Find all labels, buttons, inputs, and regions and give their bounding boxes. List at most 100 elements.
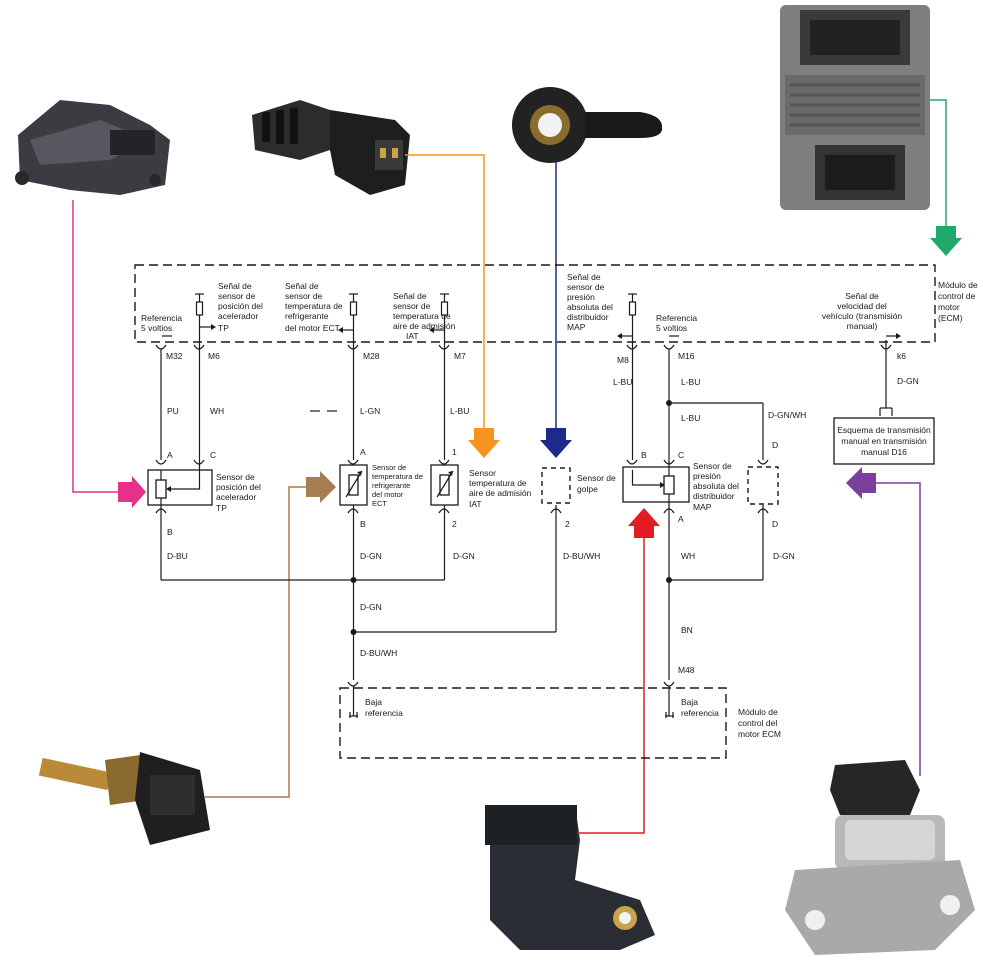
- low-reference-box: [339, 687, 727, 759]
- svg-text:2: 2: [452, 519, 457, 529]
- svg-text:Baja: Baja: [681, 697, 698, 707]
- svg-text:M8: M8: [617, 355, 629, 365]
- svg-text:TP: TP: [216, 503, 227, 513]
- knock-sensor-photo: [512, 87, 662, 163]
- ecm-module-box: [134, 264, 936, 343]
- ecm-module-label: Módulo de control de motor (ECM): [938, 280, 978, 323]
- svg-text:Sensor de: Sensor de: [577, 473, 616, 483]
- svg-text:golpe: golpe: [577, 484, 598, 494]
- svg-text:control de: control de: [938, 291, 976, 301]
- svg-text:referencia: referencia: [681, 708, 719, 718]
- low-reference-module-label: Módulo de control del motor ECM: [738, 707, 781, 739]
- low-reference-pins: [347, 681, 675, 718]
- ecm-module-photo: [780, 5, 930, 210]
- ect-temp-sensor-photo: [38, 752, 210, 845]
- svg-text:C: C: [678, 450, 684, 460]
- svg-text:Señal de: Señal de: [285, 281, 319, 291]
- svg-text:5 voltios: 5 voltios: [141, 323, 172, 333]
- svg-text:acelerador: acelerador: [216, 492, 256, 502]
- svg-text:aire de admisión: aire de admisión: [469, 488, 532, 498]
- svg-text:Sensor de: Sensor de: [372, 463, 406, 472]
- svg-text:D-GN: D-GN: [897, 376, 919, 386]
- svg-text:Módulo de: Módulo de: [938, 280, 978, 290]
- svg-text:k6: k6: [897, 351, 906, 361]
- svg-text:absoluta del: absoluta del: [693, 481, 739, 491]
- svg-text:B: B: [360, 519, 366, 529]
- svg-text:refrigerante: refrigerante: [285, 311, 329, 321]
- purple-leader: [846, 467, 921, 776]
- svg-text:L-BU: L-BU: [681, 413, 700, 423]
- orange-leader: [405, 154, 500, 458]
- svg-text:Referencia: Referencia: [656, 313, 697, 323]
- svg-text:D-BU/WH: D-BU/WH: [563, 551, 600, 561]
- svg-text:TP: TP: [218, 323, 229, 333]
- knock-sensor: 2: [541, 467, 571, 529]
- svg-text:D: D: [772, 440, 778, 450]
- svg-text:BN: BN: [681, 625, 693, 635]
- tp-sensor: A C B: [147, 450, 216, 537]
- svg-text:M32: M32: [166, 351, 183, 361]
- svg-text:temperatura de: temperatura de: [285, 301, 343, 311]
- magenta-leader: [72, 200, 146, 508]
- svg-text:PU: PU: [167, 406, 179, 416]
- svg-text:B: B: [641, 450, 647, 460]
- svg-text:sensor de: sensor de: [567, 282, 605, 292]
- svg-text:D-GN: D-GN: [453, 551, 475, 561]
- svg-text:Sensor de: Sensor de: [693, 461, 732, 471]
- svg-text:M48: M48: [678, 665, 695, 675]
- ect-sensor: A B: [339, 447, 368, 529]
- svg-text:distribuidor: distribuidor: [693, 491, 735, 501]
- svg-text:Módulo de: Módulo de: [738, 707, 778, 717]
- svg-text:Señal de: Señal de: [218, 281, 252, 291]
- svg-text:A: A: [360, 447, 366, 457]
- wire-junction-dots: [350, 400, 672, 635]
- iat-sensor: 1 2: [430, 447, 459, 529]
- low-reference-label-left: Baja referencia: [365, 697, 403, 718]
- navy-leader: [540, 162, 572, 458]
- svg-text:D-BU: D-BU: [167, 551, 188, 561]
- svg-text:sensor de: sensor de: [393, 301, 431, 311]
- map-reference-label: Referencia 5 voltios: [656, 313, 697, 333]
- svg-text:A: A: [167, 450, 173, 460]
- ecm-internal-arrows: [162, 324, 901, 339]
- svg-text:2: 2: [565, 519, 570, 529]
- svg-text:M6: M6: [208, 351, 220, 361]
- svg-text:temperatura de: temperatura de: [393, 311, 451, 321]
- knock-sensor-label: Sensor de golpe: [577, 473, 616, 494]
- vss-signal-label: Señal de velocidad del vehículo (transmi…: [822, 291, 903, 331]
- tp-sensor-label: Sensor de posición del acelerador TP: [216, 472, 261, 513]
- svg-text:Baja: Baja: [365, 697, 382, 707]
- ect-sensor-label: Sensor de temperatura de refrigerante de…: [372, 463, 423, 508]
- svg-text:5 voltios: 5 voltios: [656, 323, 687, 333]
- ecm-pin-connectors: [155, 340, 892, 360]
- svg-text:temperatura de: temperatura de: [372, 472, 423, 481]
- map-signal-label: Señal de sensor de presión absoluta del …: [567, 272, 613, 332]
- svg-text:manual): manual): [847, 321, 878, 331]
- vss-valve-photo: [785, 760, 975, 955]
- svg-text:C: C: [210, 450, 216, 460]
- svg-text:L-BU: L-BU: [613, 377, 632, 387]
- svg-text:motor: motor: [938, 302, 960, 312]
- map-sensor-photo: [485, 805, 655, 950]
- svg-text:L-BU: L-BU: [450, 406, 469, 416]
- svg-text:M16: M16: [678, 351, 695, 361]
- svg-text:D-GN: D-GN: [360, 551, 382, 561]
- svg-text:aire de admisión: aire de admisión: [393, 321, 456, 331]
- svg-text:presión: presión: [567, 292, 595, 302]
- svg-text:IAT: IAT: [469, 499, 482, 509]
- green-leader: [930, 99, 962, 256]
- svg-text:sensor de: sensor de: [218, 291, 256, 301]
- svg-text:referencia: referencia: [365, 708, 403, 718]
- svg-text:MAP: MAP: [567, 322, 586, 332]
- svg-text:1: 1: [452, 447, 457, 457]
- svg-text:M7: M7: [454, 351, 466, 361]
- svg-text:L-BU: L-BU: [681, 377, 700, 387]
- svg-text:motor ECM: motor ECM: [738, 729, 781, 739]
- map-sensor-label: Sensor de presión absoluta del distribui…: [693, 461, 739, 512]
- svg-text:IAT: IAT: [406, 331, 419, 341]
- svg-text:manual D16: manual D16: [861, 447, 907, 457]
- svg-text:Señal de: Señal de: [567, 272, 601, 282]
- tp-signal-label: Señal de sensor de posición del acelerad…: [218, 281, 263, 333]
